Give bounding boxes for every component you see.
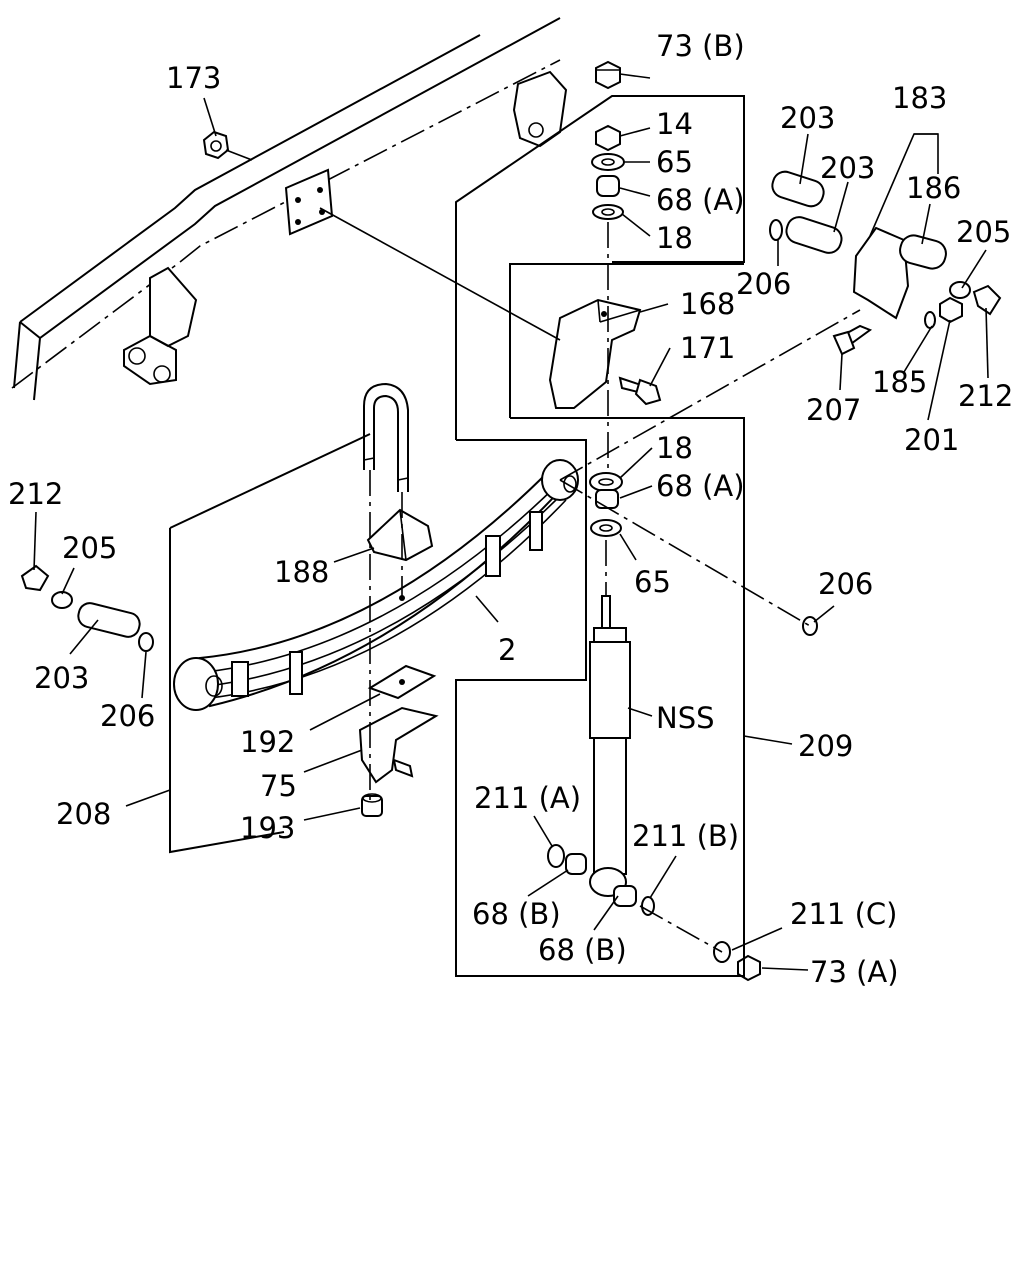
label-68a-top: 68 (A) [656,183,745,217]
label-206-mid: 206 [818,567,873,601]
label-nss: NSS [656,701,715,735]
plate-192 [367,664,437,700]
label-2: 2 [498,633,516,667]
label-168: 168 [680,287,735,321]
label-209: 209 [798,729,853,763]
label-75: 75 [260,769,297,803]
middle-stack [589,472,623,537]
label-68a-mid: 68 (A) [656,469,745,503]
leaf-spring [173,459,579,711]
label-73a: 73 (A) [810,955,899,989]
left-pin-hardware [20,564,154,652]
label-171: 171 [680,331,735,365]
leader-lines [33,73,989,971]
label-203-b: 203 [820,151,875,185]
shackle-hardware [769,170,1002,356]
u-bolt [363,382,409,492]
label-188: 188 [274,555,329,589]
bracket-168 [548,298,642,409]
label-192: 192 [240,725,295,759]
label-203-left: 203 [34,661,89,695]
label-65-mid: 65 [634,565,671,599]
frame-rail [11,17,568,401]
label-206-left: 206 [100,699,155,733]
label-211b: 211 (B) [632,819,739,853]
label-193: 193 [240,811,295,845]
label-173: 173 [166,61,221,95]
bolt-171 [618,376,662,406]
nut-193 [361,793,383,817]
upper-stack [591,124,625,220]
label-208: 208 [56,797,111,831]
label-183: 183 [892,81,947,115]
label-68b-1: 68 (B) [472,897,561,931]
label-205-right: 205 [956,215,1011,249]
label-205-left: 205 [62,531,117,565]
label-212-right: 212 [958,379,1013,413]
washer-206-mid [802,616,818,636]
label-211a: 211 (A) [474,781,581,815]
label-212-left: 212 [8,477,63,511]
seat-75 [358,706,439,784]
label-201: 201 [904,423,959,457]
label-73b: 73 (B) [656,29,745,63]
label-14: 14 [656,107,693,141]
label-186: 186 [906,171,961,205]
label-185: 185 [872,365,927,399]
label-206-right: 206 [736,267,791,301]
label-65-top: 65 [656,145,693,179]
label-207: 207 [806,393,861,427]
label-211c: 211 (C) [790,897,897,931]
label-68b-2: 68 (B) [538,933,627,967]
label-203-a: 203 [780,101,835,135]
callout-labels: 173 73 (B) 14 65 68 (A) 18 203 203 183 1… [8,29,1013,989]
nut-73b [595,60,621,90]
shock-absorber [589,595,631,897]
label-18-mid: 18 [656,431,693,465]
label-18-top: 18 [656,221,693,255]
